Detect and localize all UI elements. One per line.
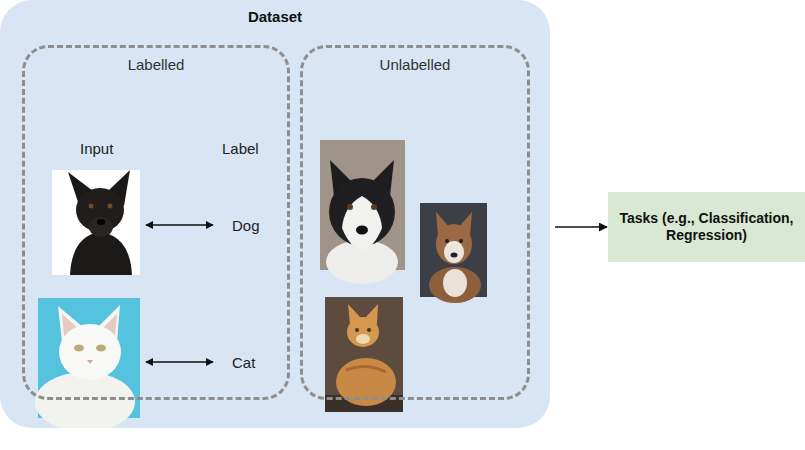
photo-shape	[443, 269, 467, 297]
photo-shape	[356, 334, 370, 344]
photo-shape	[35, 372, 135, 428]
photo-shape	[445, 239, 449, 243]
photo-shape	[451, 253, 458, 258]
photo-shape	[459, 239, 463, 243]
node-heading: Unlabelled	[303, 56, 527, 73]
photo-illustrations	[0, 0, 550, 428]
photo-shape	[367, 328, 371, 332]
flow-arrow	[555, 226, 607, 228]
photo-shape	[371, 204, 377, 210]
photo-shape	[52, 170, 140, 275]
photo-shape	[89, 204, 94, 209]
dataset-panel: DatasetLabelled Unlabelled	[0, 0, 550, 428]
dog-photo	[52, 170, 140, 275]
photo-shape	[59, 324, 121, 380]
photo-shape	[436, 224, 472, 264]
photo-shape	[429, 267, 481, 303]
task-box: Tasks (e.g., Classification, Regression)	[608, 192, 805, 262]
photo-shape	[74, 345, 84, 352]
photo-shape	[87, 360, 93, 364]
photo-shape	[346, 366, 386, 372]
dashed-group: Unlabelled	[300, 45, 530, 400]
input-label-arrow	[146, 224, 213, 226]
photo-shape	[356, 226, 368, 235]
photo-shape	[325, 297, 403, 412]
node-heading: Dataset	[0, 8, 550, 25]
photo-shape	[96, 345, 106, 352]
photo-shape	[89, 217, 113, 237]
photo-shape	[342, 196, 382, 250]
photo-shape	[97, 219, 105, 225]
node-heading: Labelled	[25, 56, 287, 73]
input-label-arrow	[146, 361, 213, 363]
brown-husky-photo	[420, 203, 487, 303]
white-cat-photo	[35, 298, 140, 428]
photo-shape	[444, 241, 464, 263]
photo-shape	[70, 232, 132, 275]
dashed-group: Labelled	[22, 45, 290, 400]
node-heading: Tasks (e.g., Classification, Regression)	[618, 210, 795, 245]
husky-photo	[320, 140, 405, 284]
photo-shape	[108, 204, 113, 209]
photo-shape	[355, 328, 359, 332]
orange-cat-photo	[325, 297, 403, 412]
photo-shape	[347, 204, 353, 210]
photo-shape	[347, 317, 379, 347]
